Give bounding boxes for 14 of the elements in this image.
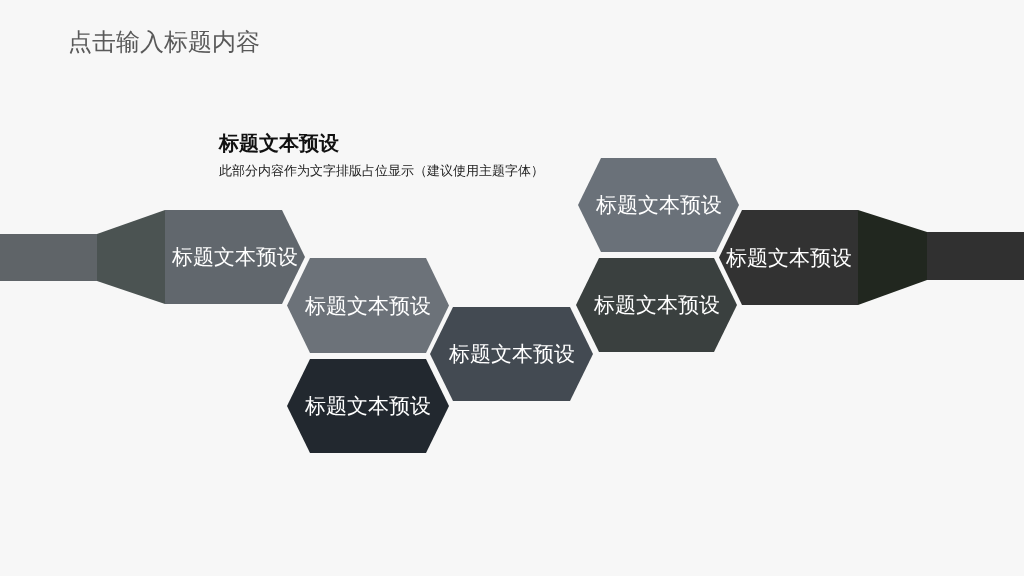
hexagon-label: 标题文本预设 [172,244,298,270]
hexagon [287,359,449,453]
hexagon-label: 标题文本预设 [593,292,720,318]
section-heading: 标题文本预设 [219,130,339,156]
slide-title: 点击输入标题内容 [68,27,260,58]
hexagon-label: 标题文本预设 [448,341,575,367]
hexagon-label: 标题文本预设 [305,393,431,419]
description-text: 此部分内容作为文字排版占位显示（建议使用主题字体） [219,162,544,180]
hexagon-label: 标题文本预设 [595,192,722,218]
hexagon-label: 标题文本预设 [725,244,852,271]
hexagon [430,307,593,401]
pentagon-tab [165,210,305,304]
hexagon-label: 标题文本预设 [305,292,431,319]
pentagon-tab [719,210,858,305]
